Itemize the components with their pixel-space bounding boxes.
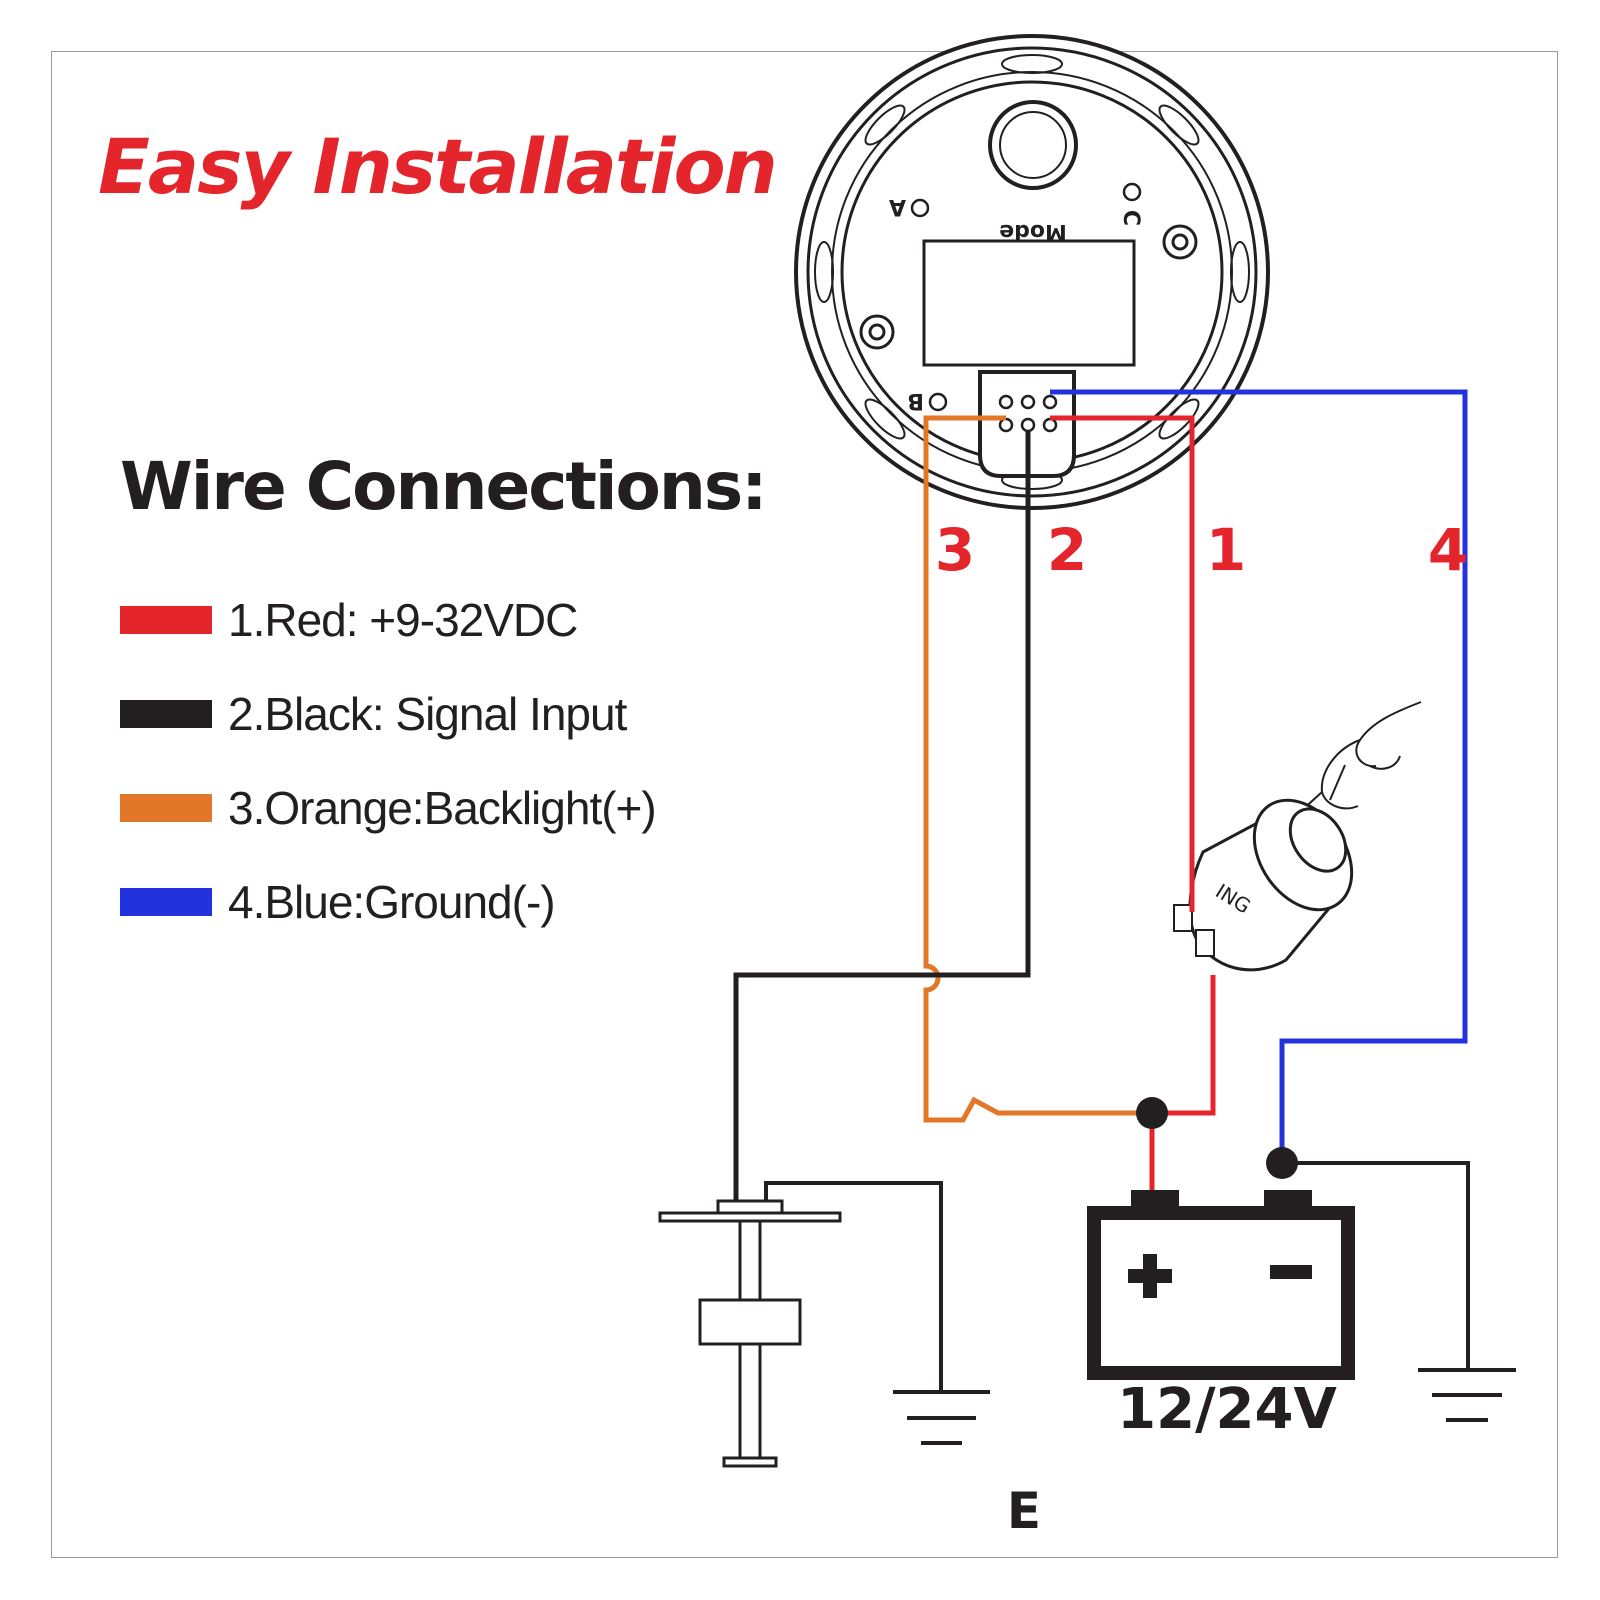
float-sensor-icon <box>658 1199 842 1468</box>
wire-number-2: 2 <box>1047 516 1087 584</box>
legend-label-red: 1.Red: +9-32VDC <box>228 594 578 646</box>
wire-number-1: 1 <box>1206 516 1246 584</box>
sensor-ground-label: E <box>1007 1482 1041 1540</box>
junction-positive <box>1136 1097 1168 1129</box>
page-title: Easy Installation <box>98 122 778 211</box>
legend-item-red: 1.Red: +9-32VDC <box>120 590 578 650</box>
gauge-label-c: C <box>1118 210 1143 226</box>
ground-symbol-icon <box>764 1181 990 1445</box>
legend-item-blue: 4.Blue:Ground(-) <box>120 872 556 932</box>
wire-red-ignition-to-battery <box>1149 975 1216 1190</box>
legend-swatch-blue <box>120 888 212 916</box>
hand-key-icon <box>1299 701 1422 813</box>
wire-black-signal <box>733 432 1031 1203</box>
wire-number-3: 3 <box>935 516 975 584</box>
wire-orange-backlight <box>923 415 1152 1123</box>
gauge-mode-label: Mode <box>999 219 1067 244</box>
legend-label-blue: 4.Blue:Ground(-) <box>228 876 556 928</box>
battery-icon <box>1087 1190 1355 1380</box>
legend-swatch-black <box>120 700 212 728</box>
gauge-label-a: A <box>889 194 906 219</box>
wire-blue-ground <box>1050 389 1468 1163</box>
gauge-label-b: B <box>907 388 924 413</box>
legend-label-black: 2.Black: Signal Input <box>228 688 627 740</box>
wire-connections-heading: Wire Connections: <box>120 448 768 525</box>
battery-voltage-label: 12/24V <box>1117 1377 1337 1442</box>
legend-swatch-red <box>120 606 212 634</box>
legend-label-orange: 3.Orange:Backlight(+) <box>228 782 657 834</box>
legend-item-black: 2.Black: Signal Input <box>120 684 627 744</box>
diagram-frame <box>51 51 1558 1558</box>
wire-number-4: 4 <box>1428 516 1468 584</box>
legend-swatch-orange <box>120 794 212 822</box>
ignition-switch-icon: ING <box>1173 798 1354 972</box>
wire-red-power-to-ignition <box>1050 415 1195 912</box>
ground-symbol-icon <box>1282 1161 1516 1422</box>
legend-item-orange: 3.Orange:Backlight(+) <box>120 778 657 838</box>
gauge-icon: Mode A B C <box>794 34 1270 510</box>
